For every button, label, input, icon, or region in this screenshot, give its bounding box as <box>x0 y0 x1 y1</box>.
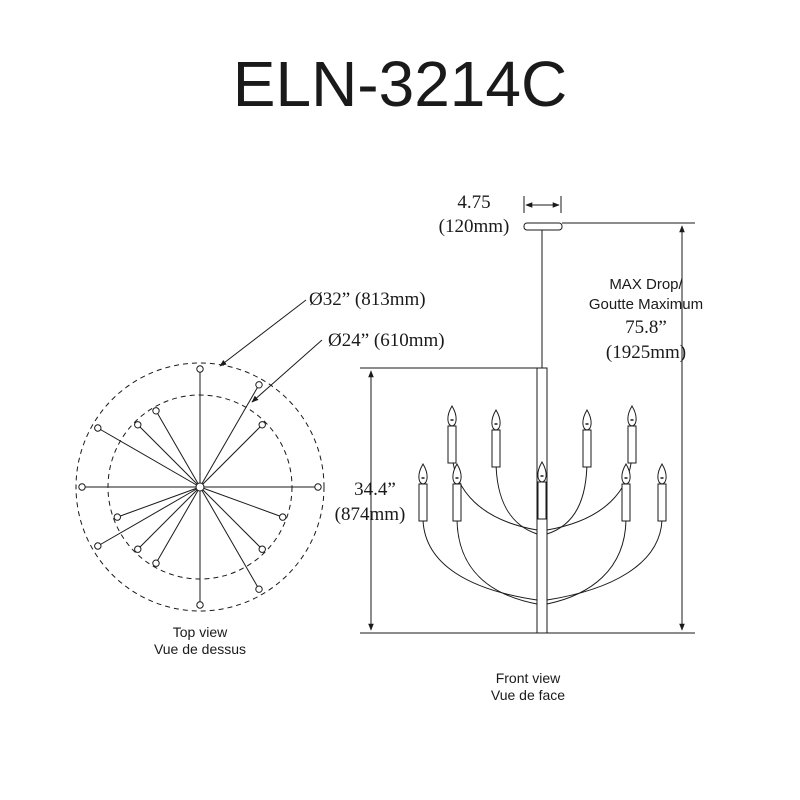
model-title: ELN-3214C <box>232 48 568 120</box>
canopy-width-label: 4.75 <box>457 192 490 213</box>
top-view-caption-fr: Vue de dessus <box>154 641 246 657</box>
arm <box>495 459 538 535</box>
arm-line <box>199 486 283 518</box>
candle <box>491 409 501 468</box>
candle-cup <box>278 513 287 521</box>
canopy <box>523 222 563 231</box>
arm <box>451 454 538 531</box>
candle <box>621 463 631 522</box>
candle-cup <box>94 424 102 432</box>
arm-line <box>97 427 201 488</box>
arm-line <box>137 486 201 550</box>
max-drop-mm: (1925mm) <box>606 342 686 363</box>
arm-line <box>97 486 201 547</box>
candle-cup <box>94 542 102 550</box>
candle-cup <box>196 365 204 373</box>
max-drop-label-fr: Goutte Maximum <box>589 296 703 313</box>
outer-diameter-label: Ø32” (813mm) <box>309 289 426 310</box>
candle-cup <box>78 483 86 491</box>
inner-dia-leader <box>251 339 323 403</box>
front-view-caption: Front view <box>496 670 561 686</box>
candle-cup <box>196 601 204 609</box>
max-drop-label: MAX Drop/ <box>609 276 683 293</box>
outer-diameter-circle <box>75 362 325 612</box>
front-view-caption-fr: Vue de face <box>491 687 565 703</box>
arm-line <box>137 424 201 488</box>
candle-cup <box>152 407 160 415</box>
arm <box>546 454 633 531</box>
height-value: 34.4” <box>354 479 396 500</box>
canopy-width-mm-label: (120mm) <box>439 216 510 237</box>
candle <box>447 405 457 464</box>
arm-line <box>199 384 260 488</box>
arm <box>546 519 627 605</box>
candle <box>582 409 592 468</box>
candle-cup <box>255 381 263 389</box>
arm <box>546 519 663 601</box>
arm-line <box>199 486 263 550</box>
center-column <box>536 367 548 634</box>
arm <box>546 459 588 535</box>
arm <box>456 519 538 605</box>
candle-cup <box>152 559 160 567</box>
top-view-caption: Top view <box>173 624 228 640</box>
arm-line <box>155 486 201 564</box>
candle-cup <box>134 421 142 429</box>
arm-line <box>155 410 201 488</box>
candle-cup <box>134 545 142 553</box>
arm-line <box>199 424 263 488</box>
candle-cup <box>255 585 263 593</box>
inner-diameter-label: Ø24” (610mm) <box>328 330 445 351</box>
arm <box>422 519 538 601</box>
candle <box>452 463 462 522</box>
candle <box>418 463 428 522</box>
outer-dia-leader <box>219 299 307 367</box>
center-hub <box>195 482 205 492</box>
arm-line <box>117 486 201 518</box>
top-view-arms <box>78 365 322 609</box>
candle-cup <box>258 545 266 553</box>
front-view <box>360 196 695 634</box>
height-mm: (874mm) <box>335 504 406 525</box>
candle-cup <box>314 483 322 491</box>
candle-cup <box>113 513 122 521</box>
candle-cup <box>258 421 266 429</box>
max-drop-value: 75.8” <box>625 317 667 338</box>
candle <box>537 461 547 520</box>
arm-line <box>199 486 260 590</box>
candle <box>657 463 667 522</box>
candle <box>627 405 637 464</box>
top-view <box>75 299 325 612</box>
